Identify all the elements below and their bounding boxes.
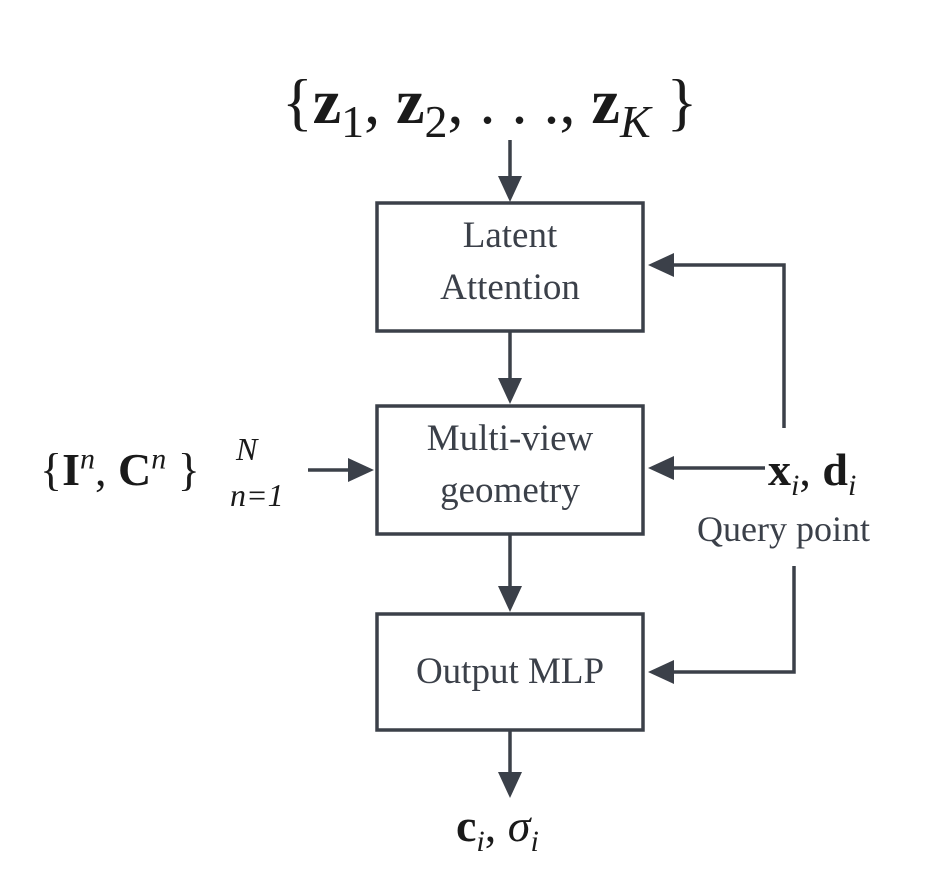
color-subscript: i <box>476 825 485 859</box>
arrowhead-left-query-mlp <box>648 660 674 684</box>
arrowhead-down-mlp <box>498 586 522 612</box>
output-mlp-label: Output MLP <box>379 646 641 698</box>
density-symbol: σ <box>507 800 531 851</box>
z-symbol: z <box>396 66 425 137</box>
color-symbol: c <box>456 800 477 851</box>
latent-attention-label: Latent Attention <box>379 210 641 314</box>
comma: , <box>559 66 576 137</box>
output-mlp-line1: Output MLP <box>415 651 605 692</box>
latent-set-label: {z1, z2, . . ., zK } <box>282 62 698 144</box>
latent-attention-line1: Latent <box>462 215 558 256</box>
close-brace: } <box>177 444 200 495</box>
comma: , <box>95 444 107 495</box>
x-subscript: i <box>791 469 800 503</box>
z-subscript-1: 1 <box>341 95 365 147</box>
camera-symbol: C <box>118 444 152 495</box>
comma: , <box>447 66 464 137</box>
image-superscript: n <box>80 442 95 476</box>
open-brace: { <box>40 444 63 495</box>
density-subscript: i <box>530 825 539 859</box>
arrowhead-left-query-latent <box>648 253 674 277</box>
z-subscript-k: K <box>619 95 651 147</box>
comma: , <box>484 800 497 851</box>
z-symbol: z <box>312 66 342 137</box>
comma: , <box>364 66 381 137</box>
open-brace: { <box>282 66 313 137</box>
comma: , <box>799 444 811 495</box>
ellipsis: . . . <box>479 66 560 137</box>
image-symbol: I <box>62 444 80 495</box>
arrowhead-left-query-multiview <box>648 456 674 480</box>
d-symbol: d <box>822 444 848 495</box>
lower-index: n=1 <box>230 477 284 513</box>
arrow-query-to-latent <box>672 263 786 428</box>
arrow-query-to-mlp <box>672 566 796 674</box>
close-brace: } <box>666 66 698 137</box>
arrowhead-down-output <box>498 772 522 798</box>
image-camera-set-label: {In, Cn } <box>40 440 200 500</box>
arrowhead-down-multiview <box>498 378 522 404</box>
arrowhead-right-images <box>348 458 374 482</box>
d-subscript: i <box>847 469 857 503</box>
multiview-geometry-line1: Multi-view <box>426 418 594 459</box>
query-point-caption: Query point <box>697 509 870 549</box>
multiview-geometry-line2: geometry <box>440 470 580 511</box>
arrowhead-down-latent <box>498 176 522 202</box>
multiview-geometry-label: Multi-view geometry <box>379 413 641 517</box>
upper-n: N <box>236 431 258 467</box>
z-symbol: z <box>591 66 620 137</box>
camera-superscript: n <box>151 442 167 476</box>
query-point-label: xi, di <box>768 440 857 503</box>
output-label: ci, σi <box>456 796 539 859</box>
set-lower-limit: n=1 <box>230 478 284 512</box>
z-subscript-2: 2 <box>424 95 448 147</box>
x-symbol: x <box>768 444 791 495</box>
latent-attention-line2: Attention <box>440 267 580 308</box>
set-upper-limit: N <box>236 432 257 466</box>
